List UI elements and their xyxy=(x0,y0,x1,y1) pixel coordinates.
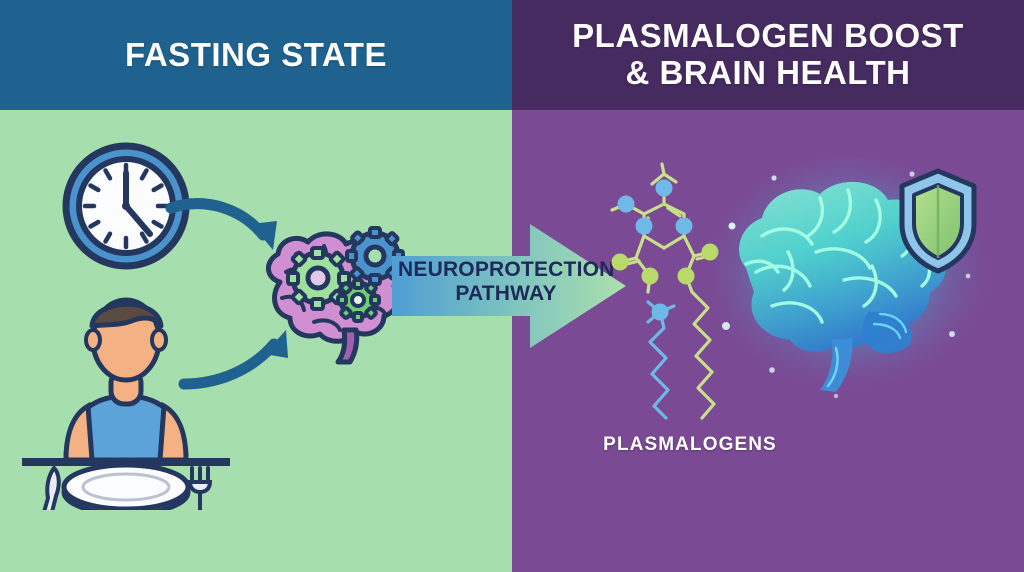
atom-node-blue xyxy=(651,303,669,321)
atom-node-green xyxy=(677,267,695,285)
atom-node-green xyxy=(701,243,719,261)
person-at-empty-table-icon xyxy=(22,297,230,510)
curved-arrow-clock-to-brain xyxy=(165,198,277,250)
curved-arrow-person-to-brain xyxy=(178,330,288,390)
left-header-title: FASTING STATE xyxy=(125,35,387,73)
atom-node-blue xyxy=(655,179,673,197)
neuroprotection-pathway-arrow xyxy=(392,224,626,348)
right-header-title: PLASMALOGEN BOOST & BRAIN HEALTH xyxy=(558,17,978,92)
glowing-brain-icon xyxy=(716,156,986,399)
right-header-title-line1: PLASMALOGEN BOOST xyxy=(572,17,964,55)
plasmalogen-molecule-diagram xyxy=(610,162,719,420)
atom-node-green xyxy=(641,267,659,285)
sparkle-dots xyxy=(722,171,971,399)
plasmalogens-caption: PLASMALOGENS xyxy=(603,434,777,455)
gear-green-large-icon xyxy=(286,246,351,311)
left-header-band: FASTING STATE xyxy=(0,0,512,110)
shield-badge-icon xyxy=(899,168,977,274)
brain-with-gears-icon xyxy=(266,226,405,365)
gear-green-small-icon xyxy=(336,278,381,323)
atom-node-blue xyxy=(675,217,693,235)
atom-node-green xyxy=(611,253,629,271)
right-header-band: PLASMALOGEN BOOST & BRAIN HEALTH xyxy=(512,0,1024,110)
atom-node-blue xyxy=(617,195,635,213)
right-header-title-line2: & BRAIN HEALTH xyxy=(625,54,911,91)
atom-node-blue xyxy=(635,217,653,235)
